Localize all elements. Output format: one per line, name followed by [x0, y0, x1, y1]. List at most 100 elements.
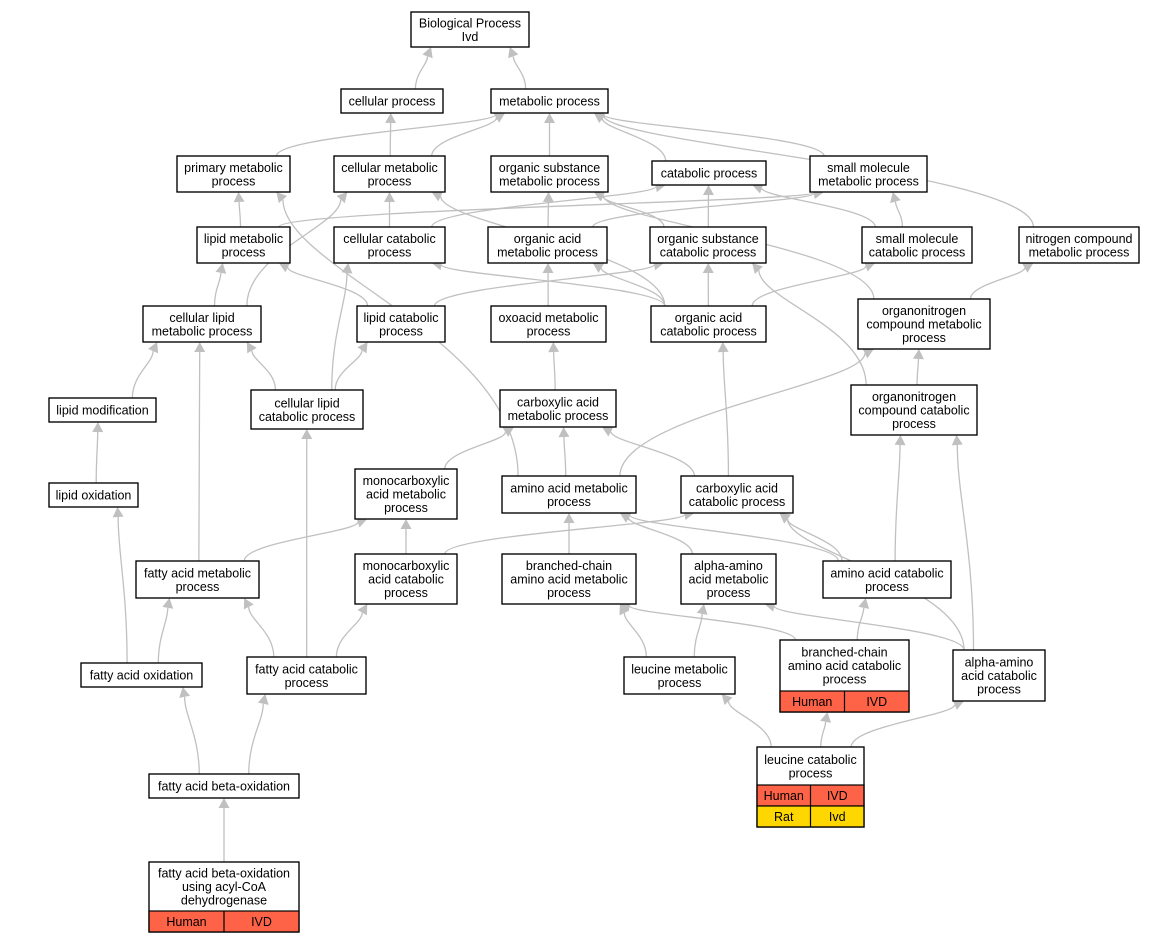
edge-fabo-to-facp: [248, 694, 269, 775]
arrow-head: [548, 342, 560, 353]
node-label-line: catabolic process: [259, 410, 356, 424]
edge-lmod-to-clmp: [131, 342, 159, 399]
species-name: Human: [764, 789, 804, 803]
node-outline: [623, 656, 736, 695]
node-lmod[interactable]: lipid modification: [48, 397, 157, 423]
node-label-line: process: [527, 324, 571, 338]
node-outline: [354, 468, 458, 520]
edge-line: [433, 264, 655, 307]
node-label-line: process: [707, 586, 751, 600]
gene-name: Ivd: [829, 810, 846, 824]
node-mp[interactable]: metabolic process: [490, 88, 609, 114]
node-label-line: acid catabolic: [961, 669, 1037, 683]
edge-line: [331, 272, 348, 391]
node-fao[interactable]: fatty acid oxidation: [80, 662, 203, 688]
node-lox[interactable]: lipid oxidation: [48, 482, 139, 508]
node-label-line: compound metabolic: [866, 318, 981, 332]
edge-oacp-to-smcp: [751, 261, 876, 307]
arrow-head: [355, 517, 368, 528]
node-box: [680, 553, 777, 605]
arrow-head: [357, 342, 368, 354]
edge-lcp2-to-lmp2: [721, 694, 772, 748]
node-fabo[interactable]: fatty acid beta-oxidation: [148, 773, 300, 799]
edge-smcp-to-smmp: [890, 192, 904, 228]
node-label-line: lipid catabolic: [363, 311, 438, 325]
edge-line: [552, 351, 556, 391]
edge-bcaamp-to-aamp: [563, 513, 575, 554]
arrow-head: [702, 263, 714, 274]
node-box: [651, 160, 767, 186]
node-label-line: fatty acid metabolic: [144, 566, 251, 580]
edge-cmp-to-cp: [385, 113, 397, 157]
arrow-head: [820, 712, 831, 723]
arrow-head: [385, 113, 397, 124]
arrow-head: [194, 342, 206, 353]
node-label-line: process: [902, 331, 946, 345]
edge-line: [334, 350, 363, 391]
edge-fao-to-lox: [112, 507, 128, 664]
edge-famp-to-mcamp: [243, 517, 368, 562]
arrow-head: [863, 261, 876, 272]
node-catp[interactable]: catabolic process: [651, 160, 767, 186]
arrow-head: [592, 263, 605, 273]
edge-line: [335, 612, 363, 658]
arrow-head: [276, 192, 288, 204]
node-cp[interactable]: cellular process: [340, 88, 444, 114]
node-outline: [1018, 226, 1140, 264]
arrow-head: [162, 598, 174, 609]
edge-oacp-to-oamp: [592, 263, 666, 307]
node-label-line: amino acid catabolic: [788, 659, 901, 673]
node-label-line: primary metabolic: [184, 161, 283, 175]
edge-line: [238, 201, 242, 228]
arrow-head: [752, 183, 764, 194]
node-outline: [48, 397, 157, 423]
node-outline: [250, 389, 364, 430]
edge-line: [894, 201, 904, 228]
edge-line: [601, 118, 667, 162]
node-box: [809, 155, 928, 193]
arrow-head: [243, 598, 254, 610]
edge-alaamp-to-aamp: [619, 513, 694, 555]
species-name: Human: [166, 915, 206, 929]
arrow-head: [301, 429, 313, 440]
node-label-line: catabolic process: [660, 324, 757, 338]
edge-line: [629, 605, 797, 641]
edge-osmp-to-mp: [544, 113, 555, 156]
node-outline: [80, 662, 203, 688]
edge-line: [287, 267, 369, 307]
